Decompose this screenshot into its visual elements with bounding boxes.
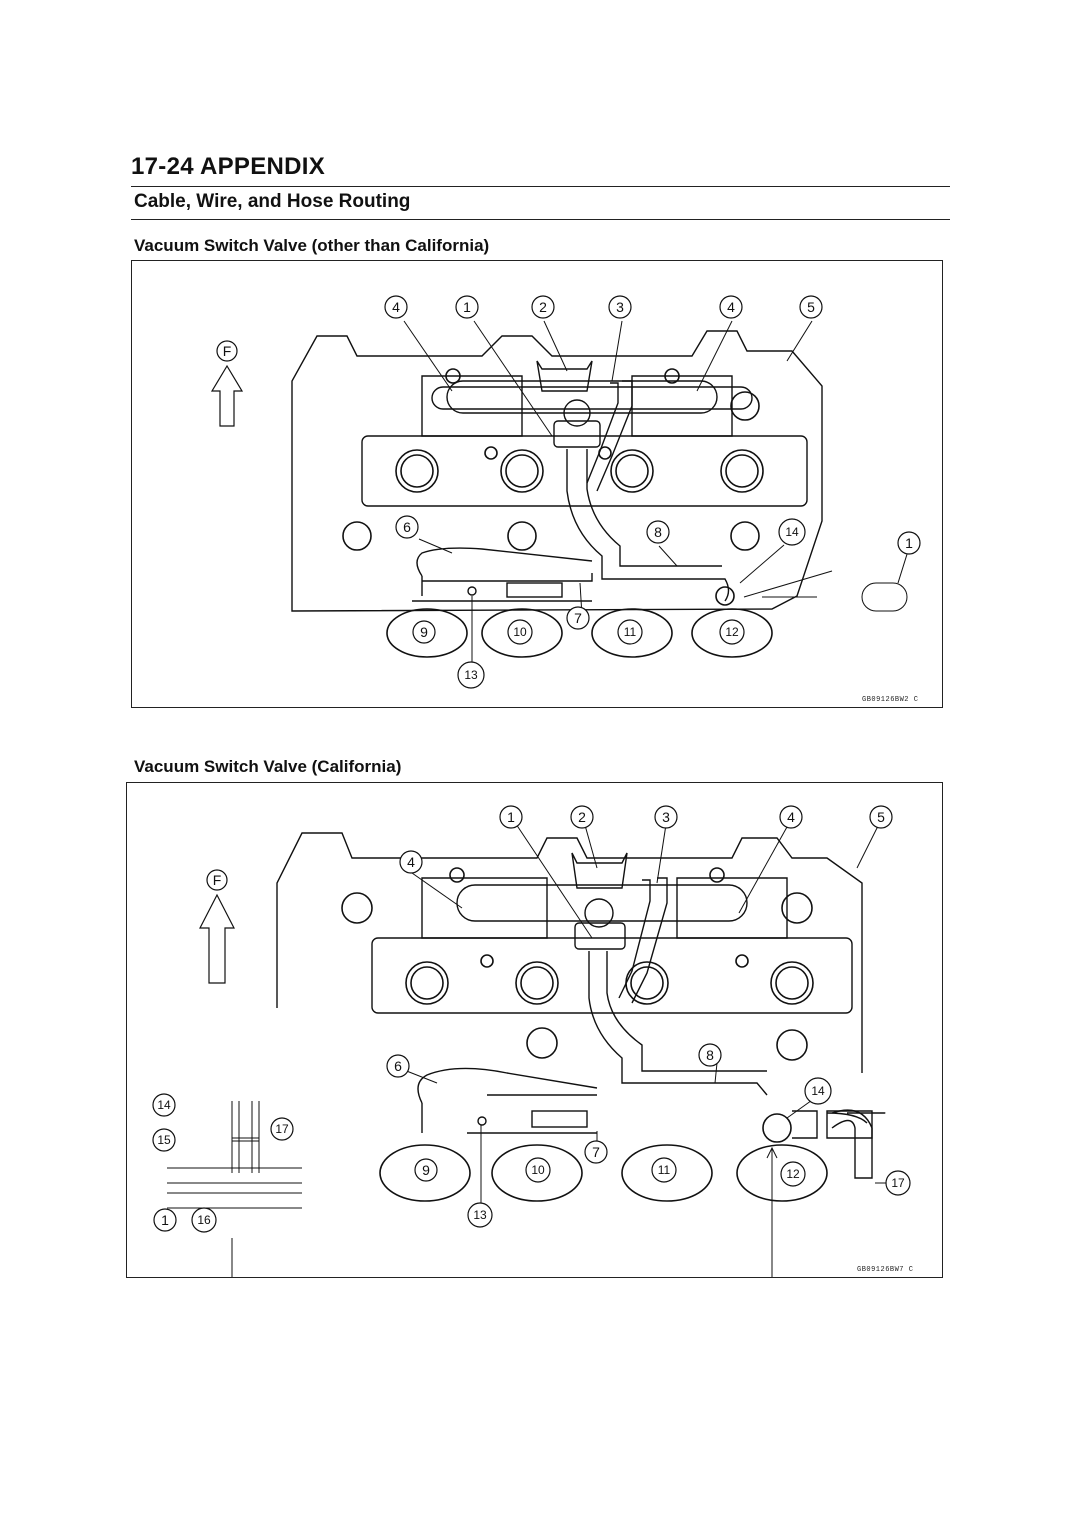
figure-1-title: Vacuum Switch Valve (other than Californ… — [134, 236, 490, 255]
figure-1-leaders — [403, 320, 909, 666]
figure-1-large-circles — [342, 368, 773, 658]
figure-1-front-mark: F — [223, 343, 232, 359]
figure-2-code: GB09126BW7 C — [857, 1266, 913, 1274]
figure-2-diagram: F GB09126BW7 C — [126, 782, 943, 1278]
figure-2-front-arrow — [199, 869, 235, 984]
section-title: Cable, Wire, and Hose Routing — [134, 191, 411, 212]
figure-1-diagram: F GB09126BW2 C — [131, 260, 943, 708]
header-rule — [131, 186, 950, 187]
figure-2-large-circles — [341, 867, 828, 1202]
figure-1-code: GB09126BW2 C — [862, 696, 918, 704]
figure-2-leaders — [231, 817, 893, 1277]
figure-2-drawing: F GB09126BW7 C — [167, 817, 913, 1277]
figure-2-title: Vacuum Switch Valve (California) — [134, 757, 402, 776]
figure-1-front-arrow — [210, 340, 244, 427]
section-rule — [131, 219, 950, 220]
page-header: 17-24 APPENDIX — [131, 153, 326, 180]
figure-2-inset — [167, 1101, 302, 1209]
figure-1-drawing: F GB09126BW2 C — [210, 320, 918, 704]
figure-2-front-mark: F — [213, 872, 222, 888]
